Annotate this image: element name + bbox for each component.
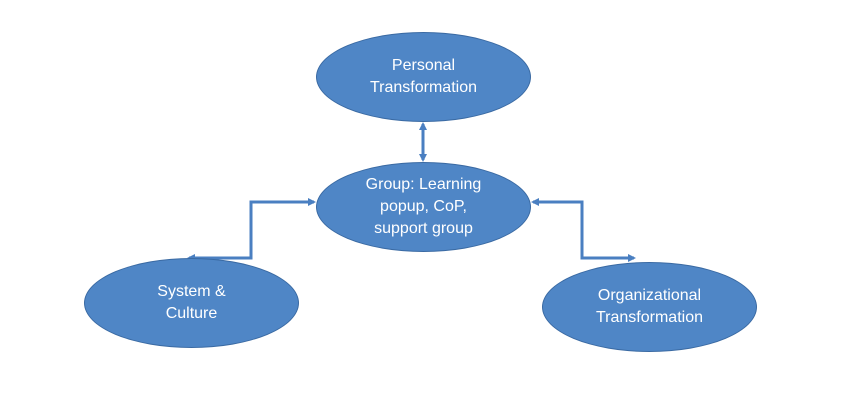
node-label-line: Personal <box>391 57 456 74</box>
node-label-line: support group <box>374 220 473 237</box>
node-organizational-transformation: Organizational Transformation <box>542 262 757 352</box>
node-system-culture: System & Culture <box>84 258 299 348</box>
node-label: Group: Learning popup, CoP, support grou… <box>356 174 492 240</box>
node-label-line: System & <box>157 283 226 300</box>
node-label: Organizational Transformation <box>586 285 713 329</box>
node-label-line: Transformation <box>596 309 703 326</box>
node-label-line: Transformation <box>370 79 477 96</box>
node-personal-transformation: Personal Transformation <box>316 32 531 122</box>
node-label: Personal Transformation <box>360 55 487 99</box>
node-label-line: Organizational <box>597 287 702 304</box>
node-group: Group: Learning popup, CoP, support grou… <box>316 162 531 252</box>
node-label-line: popup, CoP, <box>380 198 467 215</box>
node-label-line: Culture <box>165 305 218 322</box>
node-label: System & Culture <box>147 281 235 325</box>
connector-group-system <box>187 198 316 262</box>
connector-group-organizational <box>531 198 636 262</box>
node-label-line: Group: Learning <box>365 176 482 193</box>
